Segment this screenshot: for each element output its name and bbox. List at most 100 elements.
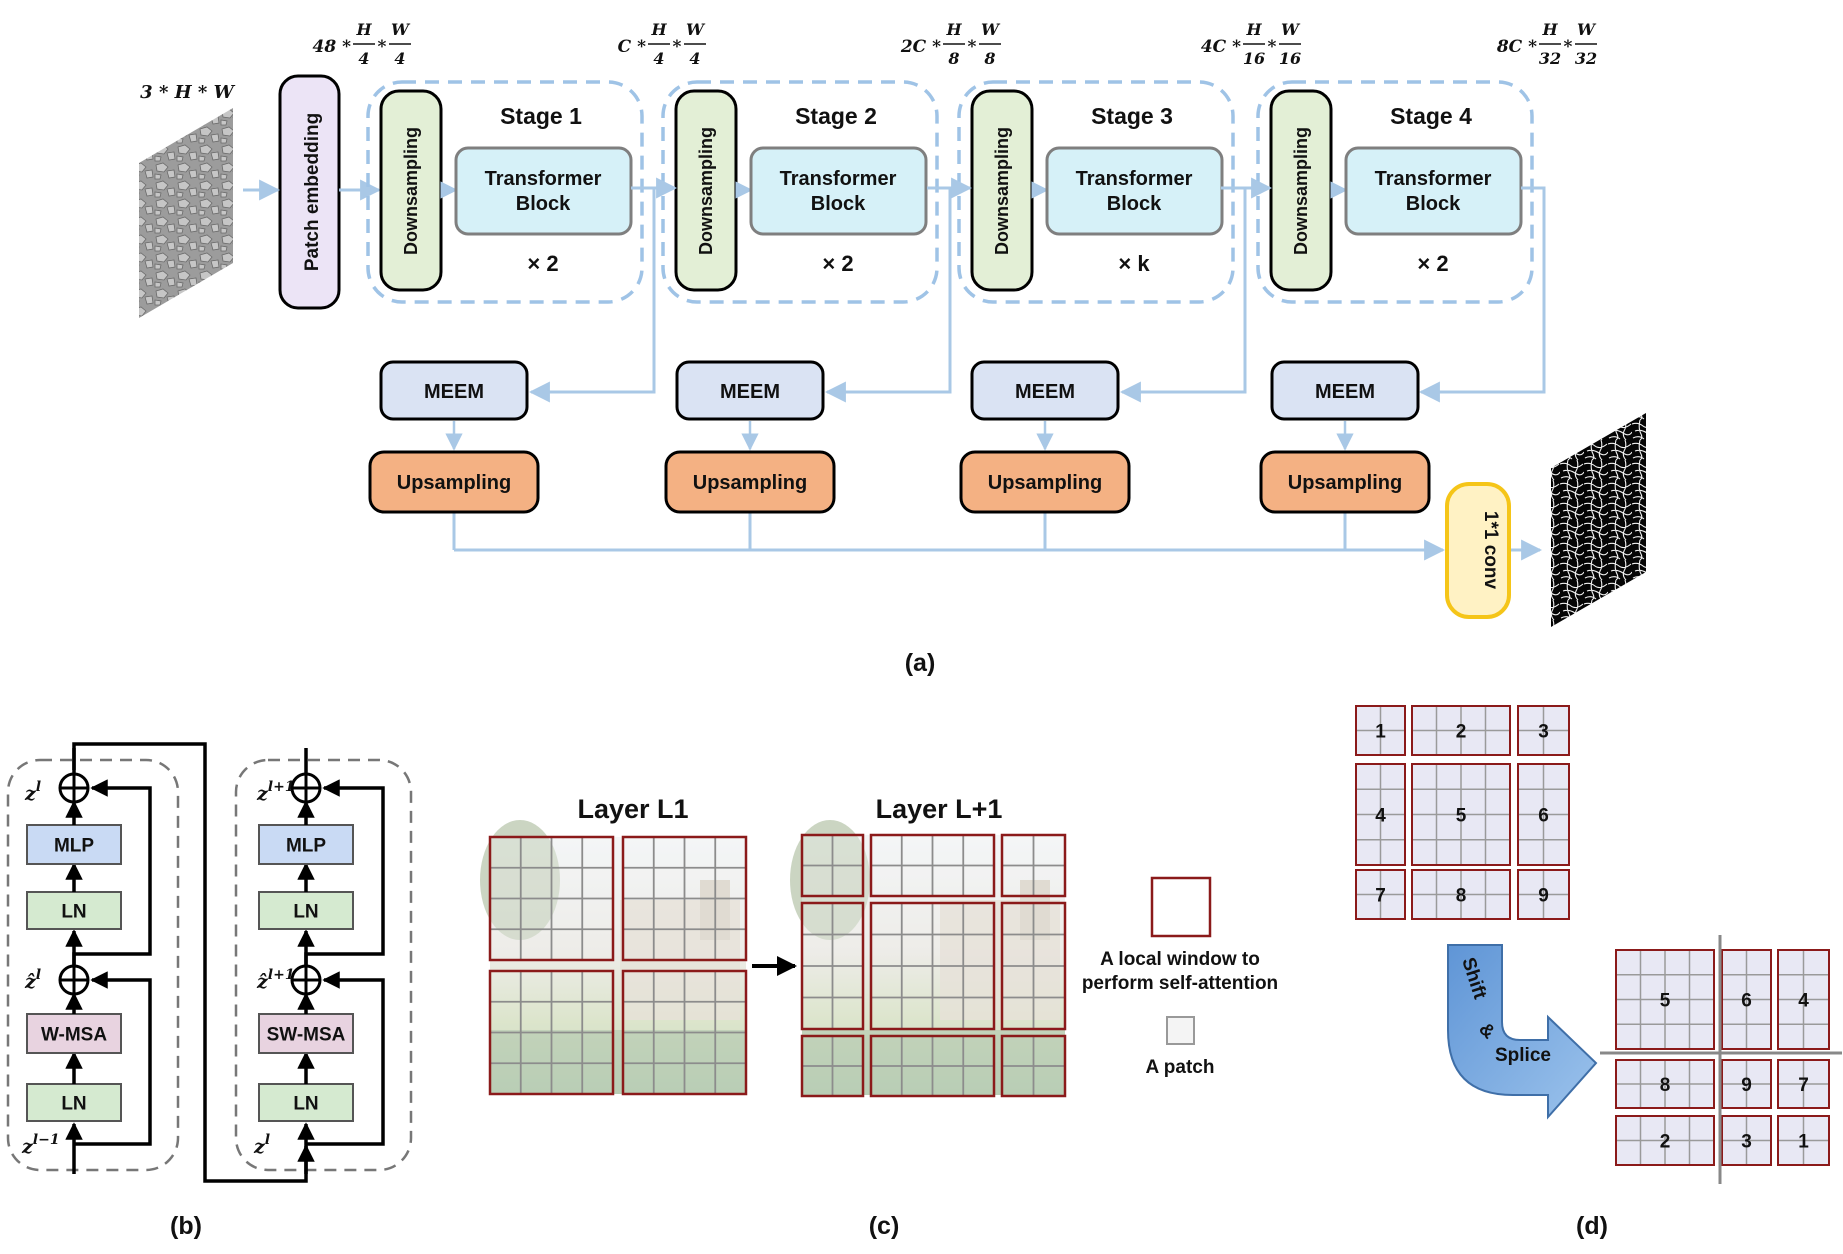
add-icon-top — [58, 772, 90, 804]
upsampling-label: Upsampling — [397, 472, 511, 494]
var-bottom: zl−1 — [21, 1132, 60, 1158]
legend-window-swatch — [1150, 876, 1212, 938]
dim-h-den: 4 — [358, 49, 369, 68]
meem-box — [970, 360, 1120, 421]
repeat-label: × 2 — [527, 251, 558, 276]
grid-cell-label: 9 — [1538, 886, 1549, 907]
shift-splice-arrow — [1447, 944, 1598, 1120]
grid-cell-3: 3 — [1721, 1115, 1772, 1166]
local-window — [800, 1034, 865, 1098]
upsampling-box — [959, 450, 1131, 514]
grid-cell-9: 9 — [1721, 1059, 1772, 1109]
patch-grid-l2 — [800, 833, 1067, 1098]
dim-h-den: 32 — [1539, 49, 1561, 68]
arrow-s1-to-meem1 — [528, 186, 656, 403]
input-dim-label: 3 * H * W — [140, 82, 235, 103]
stage-title: Stage 4 — [1390, 103, 1472, 129]
dim-times: * — [1564, 37, 1573, 57]
caption-c: (c) — [869, 1212, 900, 1240]
local-window — [800, 901, 865, 1031]
upsampling-label: Upsampling — [1288, 472, 1402, 494]
grid-cell-1: 1 — [1355, 705, 1406, 756]
grid-cell-label: 1 — [1798, 1132, 1809, 1153]
dim-coef: 48 * — [313, 37, 352, 57]
dim-w-den: 4 — [394, 49, 405, 68]
castle-photo-l2 — [790, 820, 1067, 1098]
input-texture-image — [139, 108, 233, 318]
grid-cell-7: 7 — [1355, 869, 1406, 920]
mlp-box — [258, 824, 354, 865]
transformer-label-2: Block — [516, 193, 571, 215]
grid-cell-label: 1 — [1375, 722, 1386, 743]
grid-cell-8: 8 — [1411, 869, 1511, 920]
transformer-block-box — [1344, 146, 1523, 236]
downsampling-label: Downsampling — [401, 127, 421, 255]
var-bottom: zl — [253, 1132, 270, 1158]
grid-cell-4: 4 — [1777, 949, 1830, 1050]
add-icon-mid — [290, 964, 322, 996]
dim-w-num: W — [1577, 20, 1597, 39]
stage-title: Stage 3 — [1091, 103, 1173, 129]
meem-box — [675, 360, 825, 421]
local-window — [1000, 833, 1067, 898]
upsampling-label: Upsampling — [988, 472, 1102, 494]
dim-h-num: H — [650, 20, 667, 39]
grid-cell-label: 4 — [1798, 991, 1809, 1012]
upsampling-box — [368, 450, 540, 514]
stage-title: Stage 1 — [500, 103, 582, 129]
dim-w-den: 32 — [1575, 49, 1597, 68]
panel-c: Layer L1 Layer L+1 A local window to per… — [480, 794, 1278, 1240]
grid-cell-6: 6 — [1721, 949, 1772, 1050]
dim-h-num: H — [1541, 20, 1558, 39]
grid-cell-label: 8 — [1456, 886, 1467, 907]
local-window — [800, 833, 865, 898]
repeat-label: × k — [1118, 251, 1150, 276]
dim-label-4: 4C *H16*W16 — [1201, 20, 1301, 68]
downsampling-label: Downsampling — [1291, 127, 1311, 255]
local-window — [869, 833, 996, 898]
dim-label-1: 48 *H4*W4 — [313, 20, 411, 68]
b-connector — [72, 742, 315, 1183]
dim-h-num: H — [1245, 20, 1262, 39]
grid-cell-6: 6 — [1517, 763, 1570, 866]
dim-h-num: H — [355, 20, 372, 39]
repeat-label: × 2 — [822, 251, 853, 276]
grid-cell-label: 2 — [1456, 722, 1467, 743]
grid-cell-label: 9 — [1741, 1075, 1752, 1096]
dim-h-num: H — [945, 20, 962, 39]
grid-cell-label: 7 — [1798, 1075, 1809, 1096]
transformer-label-2: Block — [811, 193, 866, 215]
ln-2-label: LN — [293, 902, 318, 923]
caption-b: (b) — [170, 1212, 202, 1240]
local-window — [488, 835, 615, 962]
meem-box — [379, 360, 529, 421]
dim-w-den: 8 — [983, 49, 995, 68]
legend-window-line2: perform self-attention — [1082, 973, 1278, 994]
grid-cell-label: 5 — [1660, 991, 1671, 1012]
meem-box — [1270, 360, 1420, 421]
grid-cell-2: 2 — [1411, 705, 1511, 756]
meem-label: MEEM — [720, 381, 780, 403]
legend-patch-swatch — [1166, 1016, 1195, 1045]
grid-cell-4: 4 — [1355, 763, 1406, 866]
local-window — [869, 1034, 996, 1098]
transformer-label-1: Transformer — [485, 168, 602, 190]
downsampling-label: Downsampling — [992, 127, 1012, 255]
grid-cell-label: 4 — [1375, 806, 1386, 827]
castle-photo-l1 — [480, 820, 748, 1096]
dim-w-den: 4 — [689, 49, 700, 68]
grid-cell-9: 9 — [1517, 869, 1570, 920]
b-right-dashed-box — [234, 758, 413, 1172]
mlp-label: MLP — [286, 836, 326, 857]
var-top: zl+1 — [256, 779, 295, 805]
arrow-s3-to-meem3 — [1119, 186, 1247, 403]
dim-label-2: C *H4*W4 — [618, 20, 706, 68]
add-icon-top — [290, 772, 322, 804]
